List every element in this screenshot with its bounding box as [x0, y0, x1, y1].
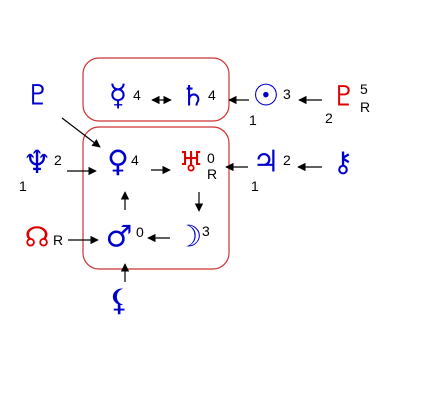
planet-node-pluto-alt: ♇5R 2	[325, 80, 370, 127]
mars-label: 0	[136, 224, 144, 240]
planet-node-uranus: ♅0R	[178, 146, 217, 183]
planet-node-jupiter: ♃2 1	[251, 145, 291, 195]
planet-node-node: ☊R	[25, 221, 64, 254]
moon-label: 3	[202, 223, 210, 239]
pluto-alt-label: 5	[360, 81, 368, 97]
sun-label: 3	[283, 86, 291, 102]
planet-node-mars: ♂0	[106, 220, 144, 255]
mercury-label: 4	[133, 87, 141, 103]
sun-icon: ☉	[253, 79, 280, 114]
node-label: R	[53, 232, 63, 248]
group-box-top	[82, 57, 230, 122]
moon-icon: ☽	[176, 220, 203, 255]
planet-node-venus: ♀4	[107, 145, 139, 180]
uranus-label: R	[207, 166, 217, 182]
neptune-icon: ♆	[23, 143, 52, 181]
planet-node-chiron: ⚷	[333, 146, 354, 179]
pluto-icon: ♇	[25, 79, 50, 112]
venus-icon: ♀	[107, 145, 129, 180]
uranus-icon: ♅	[178, 146, 203, 179]
pluto-alt-label: R	[360, 99, 370, 115]
arrow-pluto-to-venus	[61, 117, 101, 148]
planet-node-sun: ☉3 1	[249, 79, 291, 129]
pluto-alt-label: 2	[325, 110, 333, 126]
sun-label: 1	[249, 112, 257, 128]
uranus-label: 0	[207, 150, 215, 166]
venus-label: 4	[131, 152, 139, 168]
planet-node-pluto: ♇	[25, 79, 50, 112]
north-node-icon: ☊	[25, 221, 50, 254]
chiron-icon: ⚷	[333, 146, 354, 179]
saturn-label: 4	[208, 87, 216, 103]
pluto-alt-icon: ♇	[331, 80, 356, 113]
planet-node-lilith: ⚸	[108, 284, 130, 319]
planet-node-neptune: ♆2 1	[19, 143, 62, 194]
jupiter-icon: ♃	[253, 145, 280, 180]
mars-icon: ♂	[106, 220, 133, 255]
saturn-icon: ♄	[180, 80, 205, 113]
mercury-icon: ☿	[109, 79, 127, 114]
neptune-label: 2	[54, 152, 62, 168]
jupiter-label: 2	[283, 152, 291, 168]
planet-node-saturn: ♄4	[180, 80, 216, 113]
jupiter-label: 1	[251, 178, 259, 194]
planet-node-mercury: ☿4	[109, 79, 141, 114]
black-moon-lilith-icon: ⚸	[108, 284, 130, 319]
planet-node-moon: ☽3	[176, 220, 210, 255]
neptune-label: 1	[19, 178, 27, 194]
group-box-main	[82, 126, 230, 270]
